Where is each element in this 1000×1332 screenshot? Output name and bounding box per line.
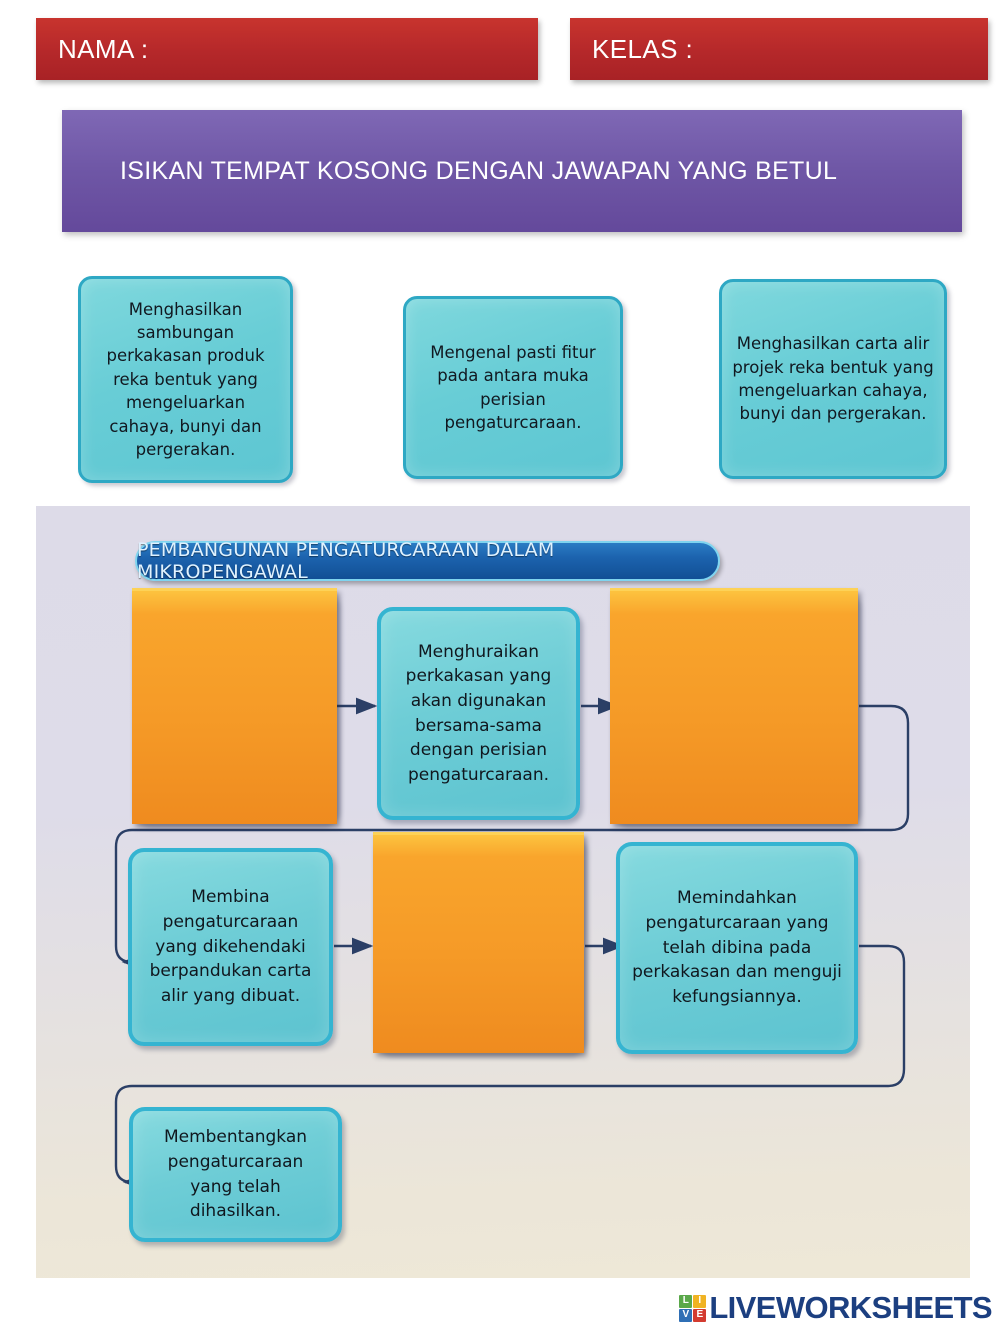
answer-blank-1[interactable] xyxy=(132,588,337,824)
flow-node-row2-left: Membina pengaturcaraan yang dikehendaki … xyxy=(128,848,333,1046)
flow-node-row3-left-text: Membentangkan pengaturcaraan yang telah … xyxy=(163,1127,308,1222)
logo-tile-l: L xyxy=(679,1294,693,1308)
instruction-banner: ISIKAN TEMPAT KOSONG DENGAN JAWAPAN YANG… xyxy=(62,110,962,232)
answer-option-3-text: Menghasilkan carta alir projek reka bent… xyxy=(732,334,934,424)
answer-option-3[interactable]: Menghasilkan carta alir projek reka bent… xyxy=(719,279,947,479)
flowchart-title-text: PEMBANGUNAN PENGATURCARAAN DALAM MIKROPE… xyxy=(137,539,555,583)
kelas-field[interactable]: KELAS : xyxy=(570,18,988,80)
flow-node-row1-middle: Menghuraikan perkakasan yang akan diguna… xyxy=(377,607,580,820)
answer-blank-2[interactable] xyxy=(610,588,858,824)
kelas-label: KELAS : xyxy=(592,33,694,64)
flow-node-row1-middle-text: Menghuraikan perkakasan yang akan diguna… xyxy=(405,641,552,785)
liveworksheets-logo: L I V E LIVEWORKSHEETS xyxy=(679,1288,993,1328)
answer-option-1[interactable]: Menghasilkan sambungan perkakasan produk… xyxy=(78,276,293,483)
answer-option-1-text: Menghasilkan sambungan perkakasan produk… xyxy=(106,299,265,460)
flowchart-title-banner: PEMBANGUNAN PENGATURCARAAN DALAM MIKROPE… xyxy=(135,539,720,583)
logo-tile-e: E xyxy=(693,1308,707,1322)
liveworksheets-wordmark: LIVEWORKSHEETS xyxy=(709,1290,992,1325)
answer-option-2-text: Mengenal pasti fitur pada antara muka pe… xyxy=(430,342,596,432)
nama-label: NAMA : xyxy=(58,33,149,64)
logo-tile-i: I xyxy=(693,1294,707,1308)
liveworksheets-logo-icon: L I V E xyxy=(679,1294,707,1322)
flowchart-figure: PEMBANGUNAN PENGATURCARAAN DALAM MIKROPE… xyxy=(36,506,970,1278)
answer-blank-3[interactable] xyxy=(373,832,584,1053)
flow-node-row3-left: Membentangkan pengaturcaraan yang telah … xyxy=(129,1107,342,1242)
logo-tile-v: V xyxy=(679,1308,693,1322)
flow-node-row2-right-text: Memindahkan pengaturcaraan yang telah di… xyxy=(632,888,842,1007)
nama-field[interactable]: NAMA : xyxy=(36,18,538,80)
answer-option-2[interactable]: Mengenal pasti fitur pada antara muka pe… xyxy=(403,296,623,479)
flow-node-row2-left-text: Membina pengaturcaraan yang dikehendaki … xyxy=(149,887,312,1006)
instruction-text: ISIKAN TEMPAT KOSONG DENGAN JAWAPAN YANG… xyxy=(120,156,838,185)
flow-node-row2-right: Memindahkan pengaturcaraan yang telah di… xyxy=(616,842,858,1054)
